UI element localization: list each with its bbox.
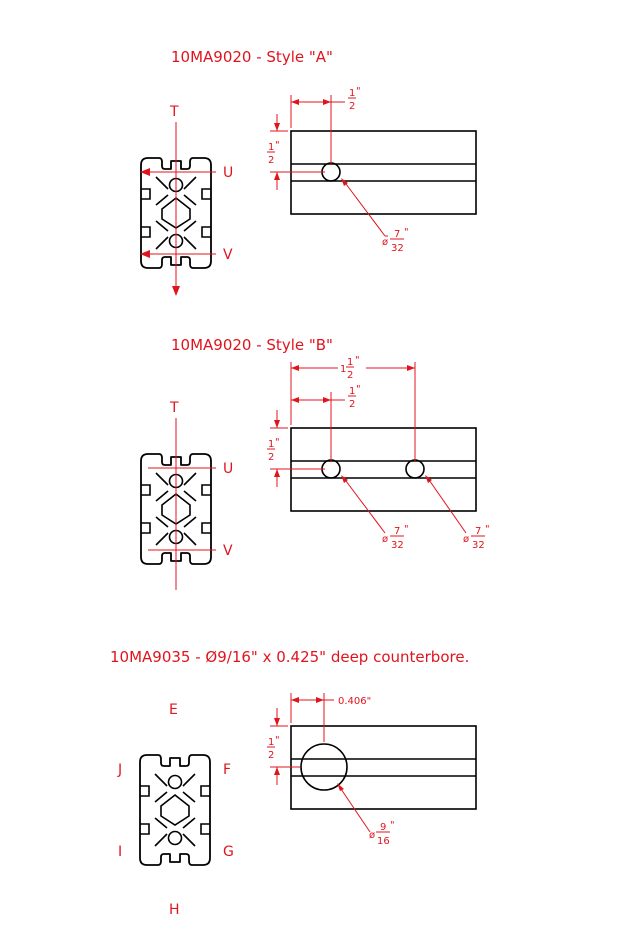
arrow-icons [140,168,180,296]
hole-offset-num: 1 [349,386,355,397]
overall-whole: 1 [340,364,346,375]
hole-offset-den: 2 [349,399,355,410]
hole-offset: 0.406" [338,696,371,707]
hole1-dia-num: 7 [394,526,400,537]
inch-mark: " [390,820,395,831]
section-b-profile: T U V [140,400,233,590]
label-g: G [223,844,234,860]
inch-mark: " [356,86,361,97]
inch-mark: " [275,140,280,151]
dimension-arrow-icons [274,697,344,791]
edge-offset-num: 1 [268,439,274,450]
inch-mark: " [275,437,280,448]
section-b-title: 10MA9020 - Style "B" [171,336,333,354]
label-f: F [223,762,231,778]
label-i: I [118,844,122,860]
hole1-dia-den: 32 [391,540,404,551]
section-b-bar: 1 1 2 " 1 2 " 1 2 " ø 7 32 " ø 7 32 " [267,355,490,551]
section-c-title: 10MA9035 - Ø9/16" x 0.425" deep counterb… [110,648,469,666]
diameter-symbol: ø [382,237,388,248]
label-v: V [223,247,233,263]
label-u: U [223,461,233,477]
label-v: V [223,543,233,559]
section-c-bar: 0.406" 1 2 " ø 9 16 " [267,693,477,847]
diameter-symbol: ø [463,534,469,545]
label-h: H [169,902,180,918]
label-t: T [169,400,179,416]
edge-offset-num: 1 [268,737,274,748]
inch-mark: " [275,735,280,746]
inch-mark: " [485,524,490,535]
hole-circle-2 [405,459,425,479]
dimension-arrow-icons [274,99,348,186]
hole-offset-num: 1 [349,88,355,99]
inch-mark: " [404,524,409,535]
edge-offset-den: 2 [268,452,274,463]
section-style-b: 10MA9020 - Style "B" T U V [140,336,490,590]
section-a-profile: T U V [140,104,233,296]
inch-mark: " [355,355,360,366]
section-style-a: 10MA9020 - Style "A" T U V [140,48,477,296]
label-j: J [117,762,122,778]
cbore-dia-den: 16 [377,836,390,847]
label-u: U [223,165,233,181]
hole-offset-den: 2 [349,101,355,112]
hole-dia-num: 7 [394,229,400,240]
overall-den: 2 [347,370,353,381]
section-c-profile: E F G H I J [117,702,234,918]
overall-num: 1 [347,357,353,368]
inch-mark: " [356,384,361,395]
label-t: T [169,104,179,120]
diameter-symbol: ø [369,830,375,841]
edge-offset-den: 2 [268,155,274,166]
hole-dia-den: 32 [391,243,404,254]
hole2-dia-num: 7 [475,526,481,537]
cbore-dia-num: 9 [380,822,386,833]
counterbore-circle [300,743,348,791]
label-e: E [169,702,178,718]
inch-mark: " [404,227,409,238]
dimension-arrow-icons [274,365,432,483]
section-a-bar: 1 2 " 1 2 " ø 7 32 " [267,86,477,254]
edge-offset-num: 1 [268,142,274,153]
section-10ma9035: 10MA9035 - Ø9/16" x 0.425" deep counterb… [110,648,477,918]
hole2-dia-den: 32 [472,540,485,551]
diameter-symbol: ø [382,534,388,545]
edge-offset-den: 2 [268,750,274,761]
section-a-title: 10MA9020 - Style "A" [171,48,333,66]
